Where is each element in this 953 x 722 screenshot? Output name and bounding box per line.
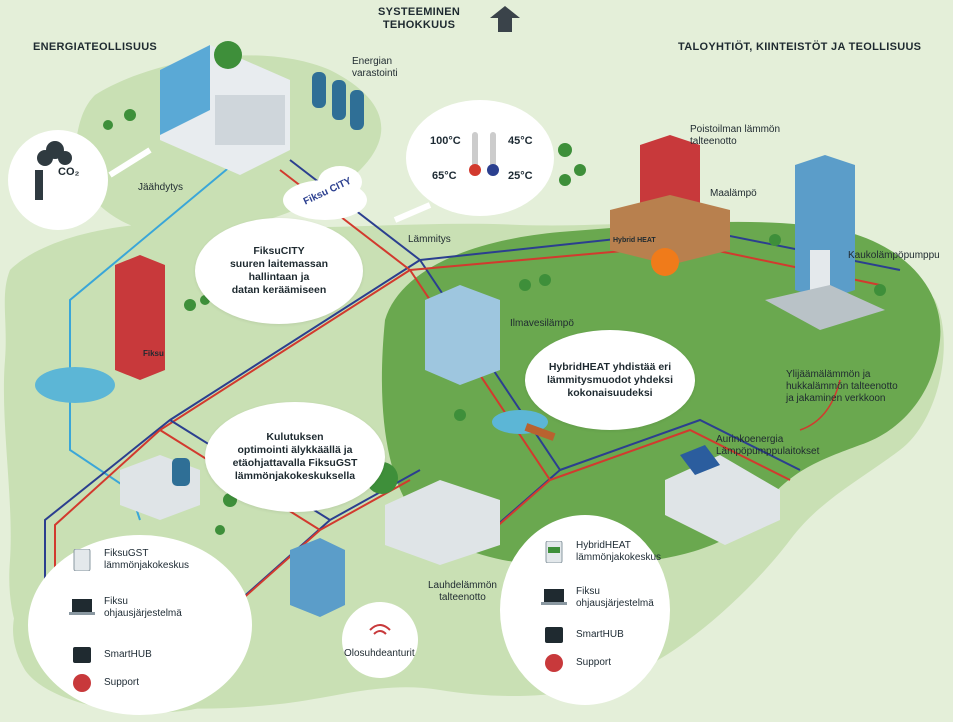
legend-right-label-1: Fiksu ohjausjärjestelmä — [576, 586, 654, 609]
sensor-bubble — [342, 602, 418, 678]
headline-line2: TEHOKKUUS — [382, 19, 456, 31]
apartment-building-icon — [115, 255, 165, 380]
legend-left-panel — [28, 535, 252, 715]
sensors-label: Olosuhdeanturit — [344, 648, 415, 659]
legend-right-item-3: Support — [540, 652, 611, 674]
airwater-label: Ilmavesilämpö — [510, 318, 574, 329]
legend-right-item-0: HybridHEAT lämmönjakokeskus — [540, 540, 661, 564]
power-plant-icon — [160, 41, 290, 175]
fiksucity-bubble: FiksuCITY suuren laitemassan hallintaan … — [195, 218, 363, 324]
thermometer-hot-icon — [469, 132, 481, 176]
laptop-icon — [69, 599, 95, 615]
legend-left-item-2: SmartHUB — [68, 644, 152, 666]
lake-left — [35, 367, 115, 403]
headline: SYSTEEMINEN TEHOKKUUS — [378, 6, 460, 32]
bridge-icon — [524, 423, 556, 441]
fiksu-unit-badge: Fiksu — [143, 349, 164, 358]
laptop-icon — [541, 589, 567, 605]
legend-right-panel — [500, 515, 670, 705]
solar-label: Aurinkoenergia Lämpöpumppulaitokset — [716, 434, 820, 457]
temp-low-out: 25°C — [508, 170, 533, 182]
section-left-title: ENERGIATEOLLISUUS — [33, 41, 158, 53]
smarthub-icon — [545, 627, 563, 643]
storage-tanks-icon — [312, 72, 364, 130]
legend-left-item-1: Fiksu ohjausjärjestelmä — [68, 596, 182, 620]
legend-left-label-0: FiksuGST lämmönjakokeskus — [104, 548, 190, 571]
parking-lot-icon — [765, 285, 885, 330]
kulutus-bubble-text: Kulutuksen optimointi älykkäällä ja etäo… — [232, 431, 358, 482]
exhaust-recovery-building-icon — [610, 135, 730, 276]
temperature-bubble — [406, 100, 554, 216]
exhaust-label: Poistoilman lämmön talteenotto — [690, 124, 781, 147]
temp-hot-in: 100°C — [430, 135, 461, 147]
condenser-label: Lauhdelämmön talteenotto — [428, 580, 497, 603]
legend-left-label-2: SmartHUB — [104, 649, 152, 660]
support-icon — [545, 654, 563, 672]
temperature-arrow — [393, 202, 432, 223]
legend-right-label-3: Support — [576, 657, 612, 668]
headline-line1: SYSTEEMINEN — [378, 6, 461, 18]
legend-right-label-2: SmartHUB — [576, 629, 624, 640]
surplus-arrow — [799, 379, 841, 431]
sensor-wifi-icon — [369, 624, 391, 635]
temp-hot-out: 65°C — [432, 170, 457, 182]
legend-right-item-2: SmartHUB — [540, 624, 624, 646]
surplus-label: Ylijäämälämmön ja hukkalämmön talteenott… — [786, 369, 898, 404]
ground-heat-label: Maalämpö — [710, 188, 757, 199]
section-right-title: TALOYHTIÖT, KIINTEISTÖT JA TEOLLISUUS — [678, 41, 922, 53]
up-arrow-icon — [490, 6, 520, 32]
kulutus-bubble: Kulutuksen optimointi älykkäällä ja etäo… — [205, 402, 385, 512]
legend-left-item-3: Support — [68, 672, 139, 694]
co2-bubble — [8, 130, 108, 230]
temp-low-in: 45°C — [508, 135, 533, 147]
fiksucity-bubble-text: FiksuCITY suuren laitemassan hallintaan … — [229, 245, 329, 296]
thermometer-cold-icon — [487, 132, 499, 176]
small-plant-icon — [120, 455, 200, 520]
office-tower-icon — [795, 155, 855, 300]
legend-right-label-0: HybridHEAT lämmönjakokeskus — [576, 540, 662, 563]
fiksucity-cloud-icon — [283, 166, 367, 220]
airwater-building-icon — [425, 285, 500, 385]
support-icon — [73, 674, 91, 692]
cooling-label: Jäähdytys — [138, 182, 184, 193]
fiksugst-unit-icon — [73, 549, 91, 571]
storage-label: Energian varastointi — [352, 56, 398, 79]
hybridheat-unit-icon — [545, 541, 563, 563]
heating-label: Lämmitys — [408, 234, 451, 245]
legend-right-item-1: Fiksu ohjausjärjestelmä — [540, 586, 654, 610]
district-pump-label: Kaukolämpöpumppu — [848, 250, 940, 261]
co2-label: CO₂ — [58, 166, 80, 178]
hybridheat-bubble-text: HybridHEAT yhdistää eri lämmitysmuodot y… — [546, 360, 674, 399]
solar-plant-icon — [665, 445, 780, 545]
smokestack-icon — [35, 141, 72, 200]
residential-block-icon — [290, 538, 345, 617]
hybridheat-bubble: HybridHEAT yhdistää eri lämmitysmuodot y… — [525, 330, 695, 430]
hybrid-unit-badge: Hybrid HEAT — [613, 237, 656, 244]
legend-left-label-3: Support — [104, 677, 140, 688]
co2-arrow — [108, 147, 152, 178]
legend-left-item-0: FiksuGST lämmönjakokeskus — [68, 548, 189, 572]
legend-left-label-1: Fiksu ohjausjärjestelmä — [104, 596, 182, 619]
smarthub-icon — [73, 647, 91, 663]
